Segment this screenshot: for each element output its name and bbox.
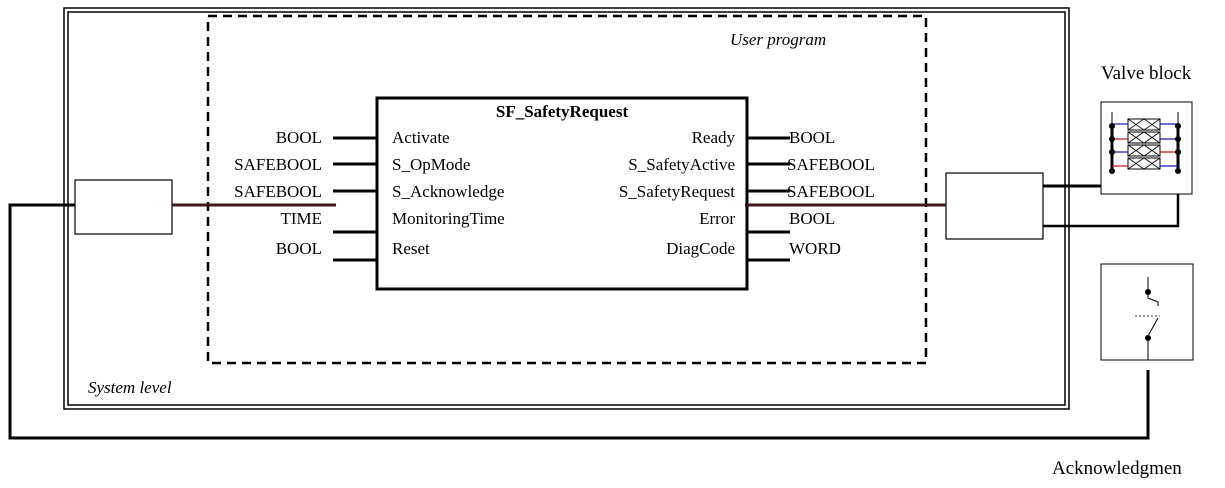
system-level-inner-frame [67, 11, 1066, 406]
input-name-reset: Reset [392, 239, 430, 258]
function-block-name: SF_SafetyRequest [496, 102, 629, 121]
system-level-outer-frame [63, 7, 1070, 410]
input-name-monitoringtime: MonitoringTime [392, 209, 505, 228]
input-io-box [74, 179, 173, 235]
input-pins [333, 136, 377, 262]
output-name-diagcode: DiagCode [666, 239, 735, 258]
output-name-s-safetyactive: S_SafetyActive [628, 155, 735, 174]
input-name-s-acknowledge: S_Acknowledge [392, 182, 504, 201]
input-type-s-opmode: SAFEBOOL [234, 155, 322, 174]
user-program-frame [206, 14, 928, 365]
output-type-s-safetyrequest: SAFEBOOL [787, 182, 875, 201]
input-type-s-acknowledge: SAFEBOOL [234, 182, 322, 201]
output-type-error: BOOL [789, 209, 835, 228]
acknowledgment-loop-wire [8, 203, 1150, 440]
output-name-ready: Ready [692, 128, 736, 147]
acknowledgment-label: Acknowledgmen [1052, 458, 1182, 479]
input-name-s-opmode: S_OpMode [392, 155, 470, 174]
output-type-ready: BOOL [789, 128, 835, 147]
user-program-label: User program [730, 30, 826, 49]
output-type-s-safetyactive: SAFEBOOL [787, 155, 875, 174]
output-pins [747, 136, 790, 262]
input-name-activate: Activate [392, 128, 450, 147]
input-type-reset: BOOL [276, 239, 322, 258]
input-type-monitoringtime: TIME [280, 209, 322, 228]
output-name-s-safetyrequest: S_SafetyRequest [619, 182, 735, 201]
acknowledgment-switch [1100, 263, 1194, 361]
output-type-diagcode: WORD [789, 239, 841, 258]
input-type-activate: BOOL [276, 128, 322, 147]
function-block-box [375, 96, 749, 291]
valve-block-label: Valve block [1101, 63, 1192, 84]
valve-block [1100, 101, 1193, 195]
output-name-error: Error [699, 209, 735, 228]
output-io-box [945, 172, 1044, 240]
switch-frame [1100, 263, 1194, 361]
system-level-label: System level [88, 378, 172, 397]
